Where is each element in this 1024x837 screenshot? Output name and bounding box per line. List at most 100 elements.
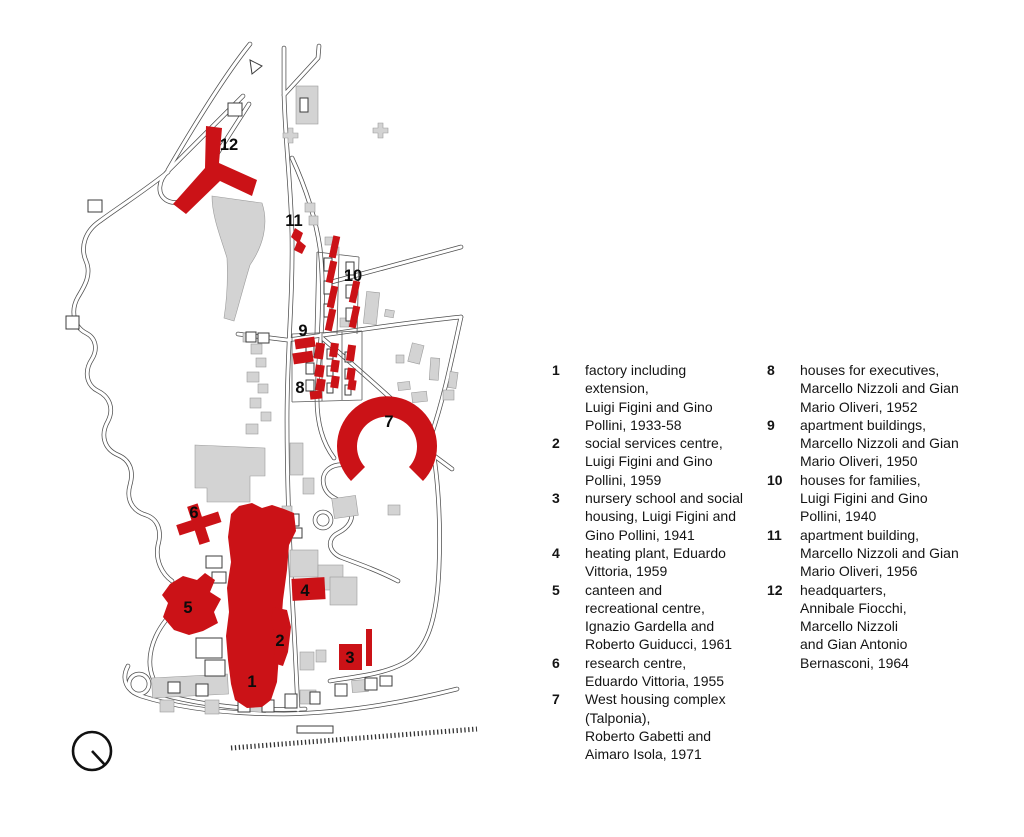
legend-line: Mario Oliveri, 1952	[800, 398, 918, 415]
legend-line: Luigi Figini and Gino	[585, 398, 713, 415]
gray-buildings	[151, 85, 459, 715]
legend-line: and Gian Antonio	[800, 636, 908, 653]
building-4-heating-plant	[291, 577, 326, 601]
legend-line: Mario Oliveri, 1956	[800, 563, 918, 580]
legend-line: Mario Oliveri, 1950	[800, 453, 918, 470]
building-12-headquarters	[173, 126, 257, 214]
building-5-canteen	[162, 573, 221, 635]
legend-line: Marcello Nizzoli and Gian	[800, 380, 959, 397]
legend-line: heating plant, Eduardo	[585, 544, 726, 561]
legend-line: headquarters,	[800, 581, 887, 598]
legend-number: 10	[767, 471, 783, 488]
legend-number: 8	[767, 362, 775, 378]
legend-line: Eduardo Vittoria, 1955	[585, 673, 725, 690]
old-factory-gray	[211, 195, 266, 322]
map-marker-12: 12	[220, 136, 238, 154]
map-marker-2: 2	[275, 632, 284, 650]
legend-line: Luigi Figini and Gino	[585, 453, 713, 470]
legend-item-7: 7 West housing complex (Talponia), Rober…	[552, 690, 762, 763]
building-3-nursery	[339, 644, 362, 670]
map-marker-6: 6	[189, 504, 198, 522]
legend-line: recreational centre,	[585, 599, 705, 616]
road-network	[74, 44, 461, 714]
legend-item-2: 2 social services centre, Luigi Figini a…	[552, 434, 762, 489]
legend-line: housing, Luigi Figini and	[585, 508, 736, 525]
legend-line: Pollini, 1959	[585, 471, 662, 488]
legend-item-3: 3 nursery school and social housing, Lui…	[552, 489, 762, 544]
legend-line: factory including	[585, 362, 687, 378]
legend-line: Marcello Nizzoli and Gian	[800, 544, 959, 561]
legend-item-4: 4 heating plant, Eduardo Vittoria, 1959	[552, 544, 762, 581]
railway	[230, 725, 478, 751]
legend-line: research centre,	[585, 654, 687, 671]
legend-line: Marcello Nizzoli	[800, 618, 899, 635]
map-marker-4: 4	[300, 582, 310, 600]
map-marker-3: 3	[345, 649, 354, 667]
legend-number: 7	[552, 691, 560, 708]
legend-line: Bernasconi, 1964	[800, 654, 909, 671]
building-2-social-services	[271, 607, 291, 666]
north-factory-block	[194, 444, 266, 503]
railway-platform	[296, 725, 334, 734]
legend-number: 12	[767, 581, 783, 598]
legend-line: houses for families,	[800, 471, 921, 488]
legend-number: 2	[552, 435, 560, 452]
legend-column-1: 1 factory including extension, Luigi Fig…	[552, 361, 762, 764]
building-1-factory	[226, 503, 296, 708]
legend-line: Gino Pollini, 1941	[585, 526, 695, 543]
map-marker-1: 1	[247, 673, 256, 691]
legend-item-9: 9 apartment buildings, Marcello Nizzoli …	[767, 416, 992, 471]
map-marker-11: 11	[285, 212, 302, 230]
red-buildings	[162, 126, 437, 708]
building-6-research-centre	[176, 503, 222, 545]
building-8-houses-executives	[309, 342, 357, 400]
legend-line: Roberto Gabetti and	[585, 727, 712, 744]
legend-column-2: 8 houses for executives, Marcello Nizzol…	[767, 361, 992, 672]
legend-number: 6	[552, 654, 560, 671]
legend-item-6: 6 research centre, Eduardo Vittoria, 195…	[552, 654, 762, 691]
legend-line: Ignazio Gardella and	[585, 618, 715, 635]
legend-line: Luigi Figini and Gino	[800, 490, 928, 507]
legend-number: 4	[552, 544, 560, 561]
gray-cross-1	[282, 127, 299, 144]
legend-number: 5	[552, 581, 560, 598]
legend-number: 3	[552, 490, 560, 507]
white-buildings	[65, 59, 393, 713]
map-marker-7: 7	[384, 413, 393, 431]
legend-line: Aimaro Isola, 1971	[585, 746, 702, 763]
legend-line: Pollini, 1940	[800, 508, 877, 525]
legend-line: West housing complex	[585, 691, 726, 708]
map-marker-5: 5	[183, 599, 192, 617]
map-marker-9: 9	[298, 322, 307, 340]
building-10-houses-families	[324, 235, 361, 332]
legend-line: (Talponia),	[585, 709, 651, 726]
gray-cross-2	[372, 122, 389, 139]
legend-line: Marcello Nizzoli and Gian	[800, 435, 959, 452]
legend-line: extension,	[585, 380, 649, 397]
legend-line: social services centre,	[585, 435, 723, 452]
legend-line: apartment building,	[800, 526, 920, 543]
building-9-apartment-buildings	[292, 336, 316, 365]
map-marker-labels: 1 2 3 4 5 6 7 8 9 10 11 12	[183, 136, 393, 691]
building-7-talponia-arc	[337, 396, 437, 481]
legend-line: canteen and	[585, 581, 663, 598]
small-triangle-building	[249, 59, 263, 75]
legend-line: apartment buildings,	[800, 416, 927, 433]
legend-item-10: 10 houses for families, Luigi Figini and…	[767, 471, 992, 526]
legend-item-5: 5 canteen and recreational centre, Ignaz…	[552, 581, 762, 654]
legend-line: houses for executives,	[800, 362, 940, 378]
legend-number: 1	[552, 362, 560, 378]
legend-item-8: 8 houses for executives, Marcello Nizzol…	[767, 361, 992, 416]
legend-line: Annibale Fiocchi,	[800, 599, 907, 616]
map-marker-8: 8	[295, 379, 304, 397]
north-indicator-icon	[71, 730, 113, 772]
legend-item-1: 1 factory including extension, Luigi Fig…	[552, 361, 762, 434]
legend-number: 9	[767, 416, 775, 433]
legend-number: 11	[767, 526, 782, 543]
legend-item-12: 12 headquarters, Annibale Fiocchi, Marce…	[767, 581, 992, 672]
legend-line: Pollini, 1933-58	[585, 416, 682, 433]
legend-line: Vittoria, 1959	[585, 563, 668, 580]
site-plan-map: 1 2 3 4 5 6 7 8 9 10 11 12	[65, 0, 478, 772]
map-marker-10: 10	[344, 267, 362, 285]
